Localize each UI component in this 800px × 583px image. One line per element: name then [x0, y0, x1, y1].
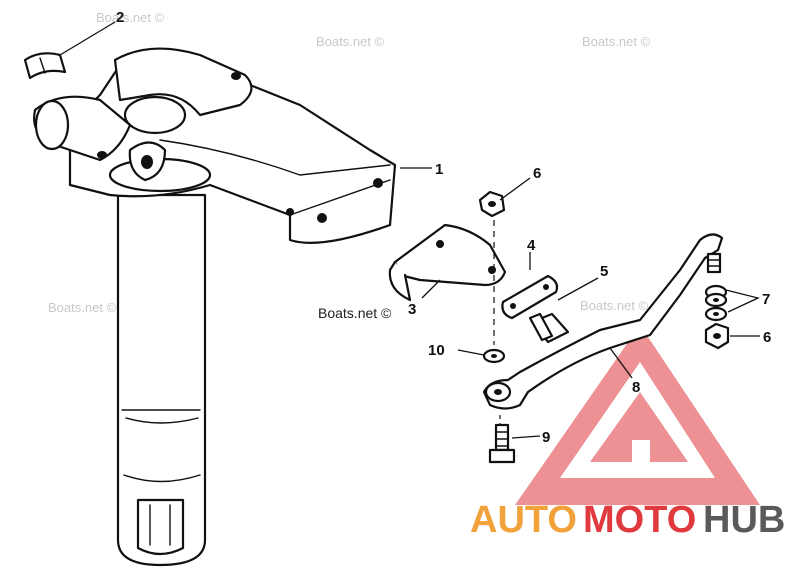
callout-label: 1 — [435, 161, 443, 178]
watermark: Boats.net © — [48, 300, 117, 315]
part-nut-top — [478, 190, 506, 218]
part-nut-right — [704, 322, 730, 350]
brand-wordmark: AUTO MOTO HUB — [470, 499, 785, 541]
part-washers — [704, 284, 728, 322]
callout-label: 4 — [527, 237, 536, 254]
watermark-group: Boats.net © Boats.net © Boats.net © Boat… — [48, 10, 651, 321]
brand-part-moto: MOTO — [583, 499, 696, 541]
brand-part-auto: AUTO — [470, 499, 577, 541]
callout-label: 3 — [408, 301, 416, 318]
part-link-plate — [501, 274, 559, 320]
watermark: Boats.net © — [316, 34, 385, 49]
part-bracket-plate — [388, 223, 507, 302]
callout-label: 10 — [428, 342, 445, 359]
callout-label: 6 — [763, 329, 771, 346]
callout-label: 2 — [116, 9, 124, 26]
leader-lines — [59, 21, 760, 439]
part-bolt-lower — [488, 423, 516, 464]
part-steering-arm-tube — [33, 47, 397, 567]
watermark: Boats.net © — [318, 305, 392, 321]
callout-label: 8 — [632, 379, 640, 396]
callout-label: 5 — [600, 263, 608, 280]
callout-label: 9 — [542, 429, 550, 446]
brand-logo-mark — [515, 325, 760, 505]
part-link-rod — [482, 233, 724, 410]
part-washer — [482, 348, 506, 364]
part-bolt — [528, 312, 570, 344]
watermark: Boats.net © — [580, 298, 649, 313]
watermark: Boats.net © — [582, 34, 651, 49]
callout-labels: 1 2 3 4 5 6 7 6 8 9 10 — [116, 9, 771, 446]
part-clip — [23, 52, 67, 80]
callout-label: 7 — [762, 291, 770, 308]
watermark: Boats.net © — [96, 10, 165, 25]
callout-label: 6 — [533, 165, 541, 182]
brand-part-hub: HUB — [703, 499, 785, 541]
